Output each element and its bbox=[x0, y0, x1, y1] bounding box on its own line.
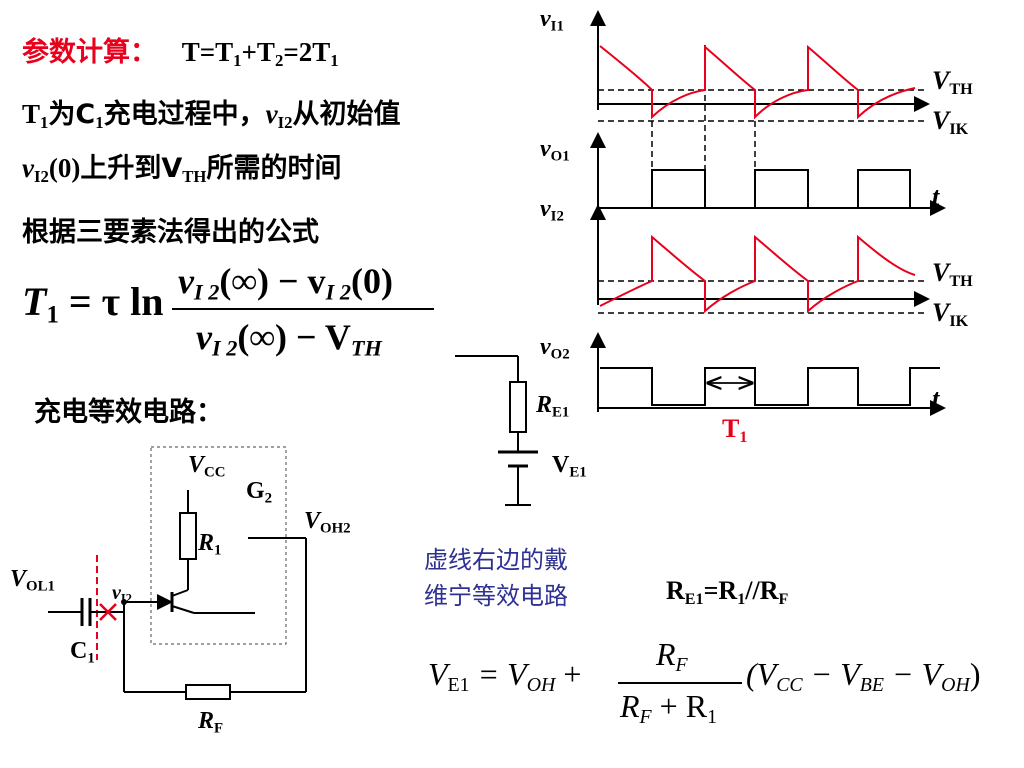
cut-mark-icon bbox=[99, 603, 117, 621]
thevenin-note-line-2: 维宁等效电路 bbox=[424, 582, 568, 610]
heading-label: 参数计算： bbox=[22, 37, 157, 68]
label-t-vO1: t bbox=[932, 182, 940, 211]
t1-formula-lhs: T1 = τ ln bbox=[22, 279, 164, 329]
vI1-axes bbox=[590, 10, 930, 112]
ve1-formula-lhs: VE1 = VOH + bbox=[428, 656, 582, 696]
label-voh2: VOH2 bbox=[304, 508, 351, 537]
t1-formula-denominator: vI 2(∞) − VTH bbox=[196, 317, 382, 361]
label-t-vO2: t bbox=[932, 384, 940, 413]
vO2-axes bbox=[590, 332, 946, 416]
description-line-2: vI2(0)上升到VTH所需的时间 bbox=[22, 153, 342, 187]
label-vO2: vO2 bbox=[540, 334, 570, 363]
t1-formula-numerator: vI 2(∞) − vI 2(0) bbox=[178, 261, 393, 305]
thevenin-note-line-1: 虚线右边的戴 bbox=[424, 546, 568, 574]
label-ve1: VE1 bbox=[552, 452, 587, 481]
ve1-formula-denominator: RF + R1 bbox=[620, 688, 717, 728]
vI2-axes bbox=[590, 204, 930, 307]
label-vik-2: VIK bbox=[932, 298, 969, 330]
label-vI2: vI2 bbox=[540, 196, 564, 225]
label-vth-1: VTH bbox=[932, 66, 973, 98]
vO1-waveform bbox=[600, 169, 911, 209]
label-g2: G2 bbox=[246, 478, 273, 507]
label-vik-1: VIK bbox=[932, 106, 969, 138]
heading: 参数计算： T=T1+T2=2T1 bbox=[22, 30, 339, 69]
label-c1: C1 bbox=[70, 638, 95, 667]
ve1-fraction-bar bbox=[618, 682, 742, 684]
description-line-3: 根据三要素法得出的公式 bbox=[22, 217, 319, 248]
label-vI1: vI1 bbox=[540, 6, 564, 35]
label-vol1: VOL1 bbox=[10, 566, 55, 595]
g2-dashed-box bbox=[150, 446, 287, 645]
label-vi2-node: vI2 bbox=[112, 582, 132, 606]
thevenin-circuit bbox=[455, 355, 538, 506]
charging-circuit bbox=[48, 490, 307, 700]
label-vcc: VCC bbox=[188, 452, 226, 481]
vI2-waveform bbox=[599, 234, 916, 314]
node-vI2 bbox=[121, 599, 127, 605]
vI1-waveform bbox=[599, 44, 916, 120]
ve1-formula-rhs: (VCC − VBE − VOH) bbox=[746, 656, 981, 696]
label-re1: RE1 bbox=[536, 392, 570, 421]
label-vO1: vO1 bbox=[540, 136, 570, 165]
label-vth-2: VTH bbox=[932, 258, 973, 290]
label-rf: RF bbox=[198, 708, 224, 737]
re1-formula: RE1=R1//RF bbox=[666, 576, 789, 608]
charge-circuit-label: 充电等效电路： bbox=[34, 397, 223, 428]
vO2-waveform bbox=[600, 367, 940, 406]
vO1-axes bbox=[590, 132, 946, 216]
ve1-formula-numerator: RF bbox=[656, 636, 688, 676]
label-r1: R1 bbox=[198, 530, 222, 559]
label-t1: T1 bbox=[722, 414, 748, 446]
t1-fraction-bar bbox=[172, 308, 434, 310]
description-line-1: T1为C1充电过程中，vI2从初始值 bbox=[22, 99, 401, 133]
period-formula: T=T1+T2=2T1 bbox=[181, 37, 339, 71]
